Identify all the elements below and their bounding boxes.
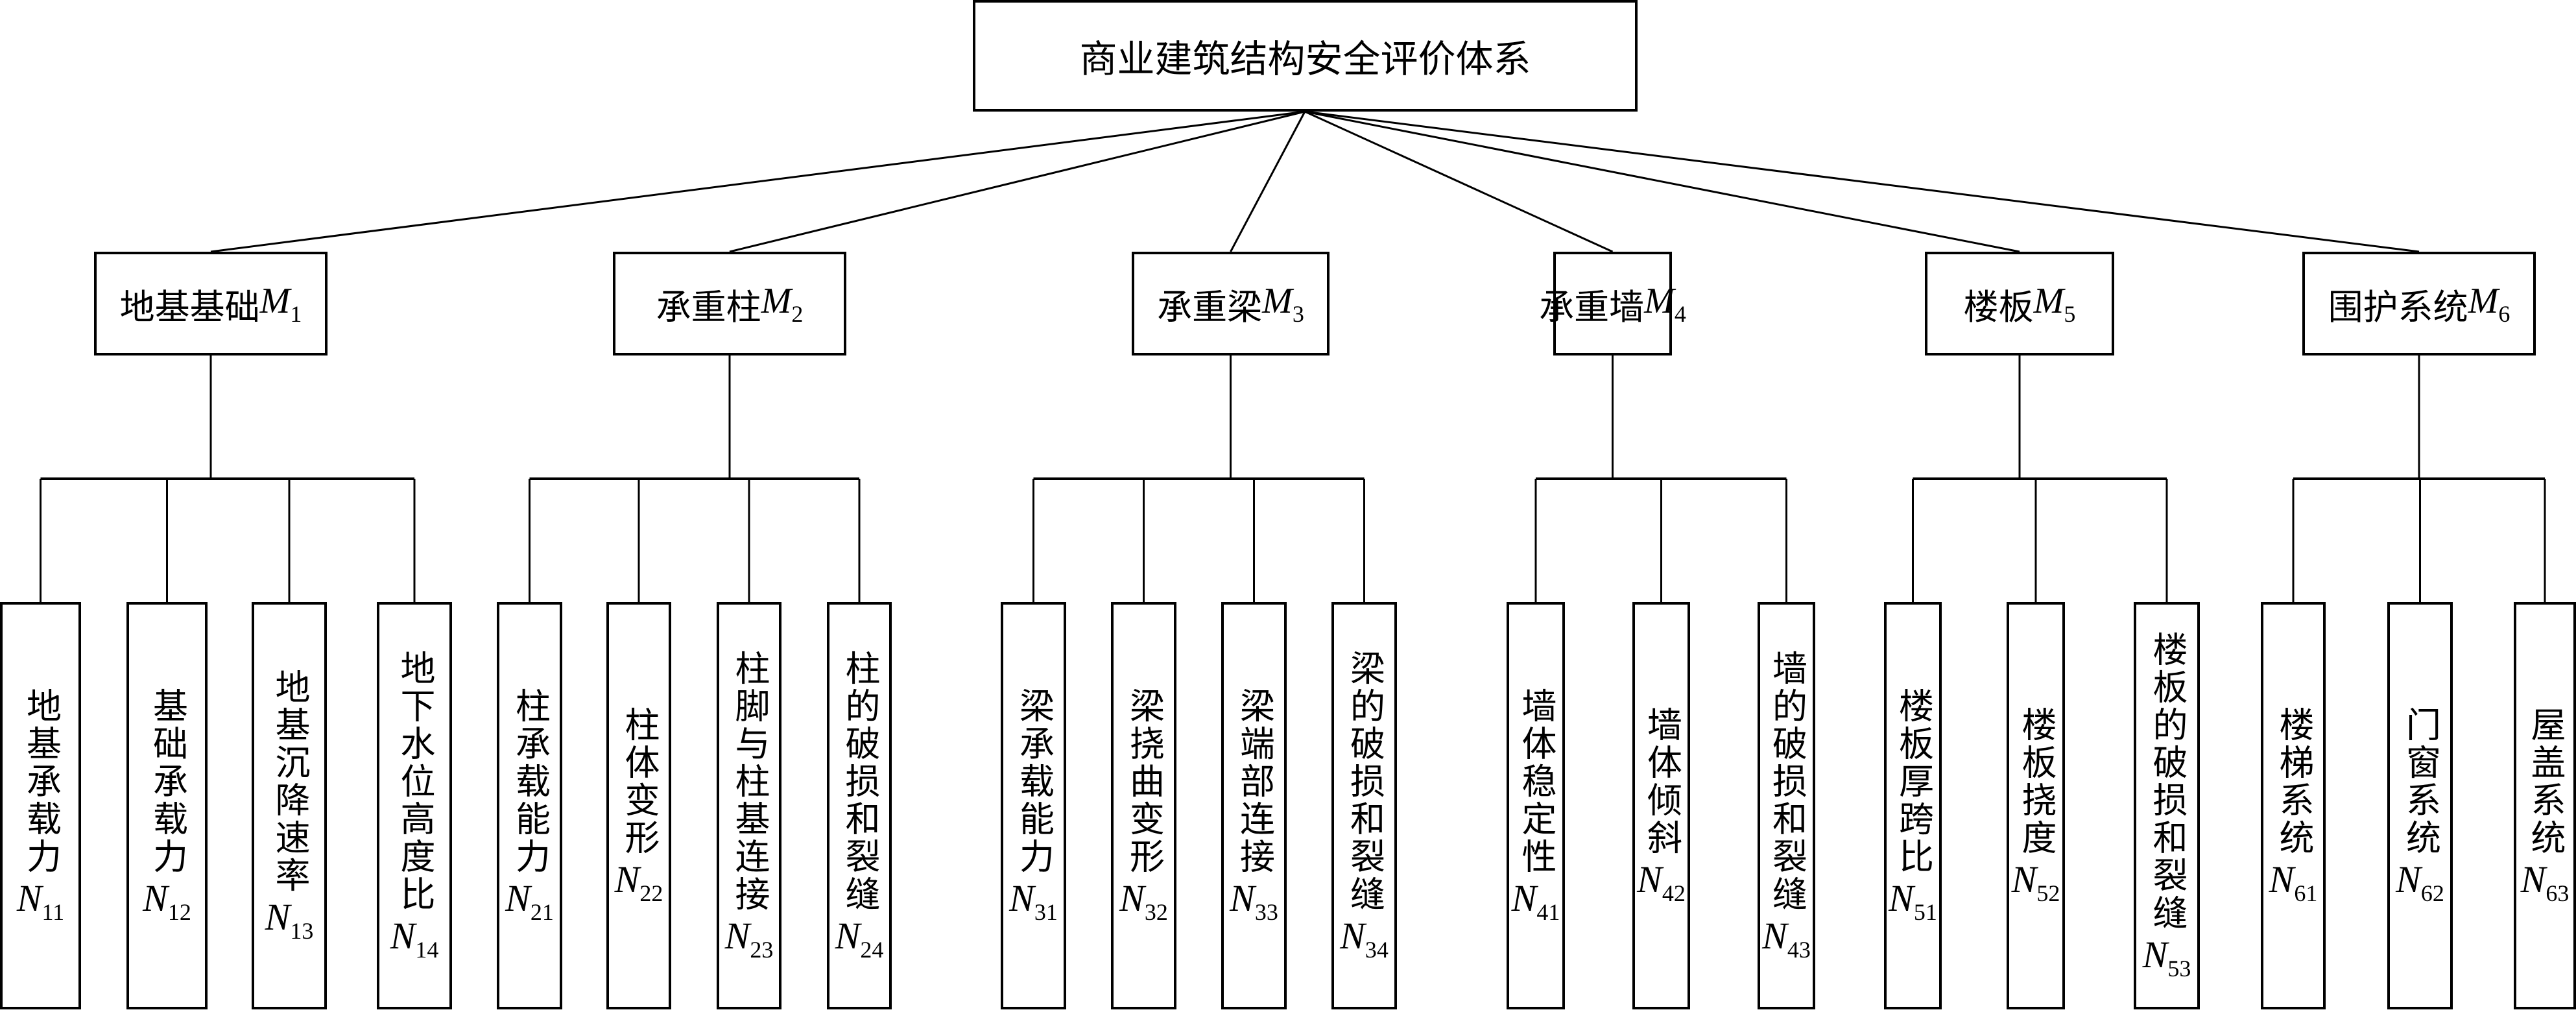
indicator-code: N21 <box>505 877 554 925</box>
indicator-label: 地下水位高度比 <box>394 650 435 913</box>
root-label: 商业建筑结构安全评价体系 <box>1079 37 1531 81</box>
criterion-code: M4 <box>1644 280 1686 327</box>
indicator-code: N42 <box>1637 858 1686 906</box>
indicator-code: N62 <box>2396 858 2444 906</box>
indicator-label: 楼板的破损和裂缝 <box>2147 631 2188 932</box>
indicator-code: N14 <box>390 915 439 963</box>
indicator-label: 柱体变形 <box>619 706 660 857</box>
indicator-label: 梁端部连接 <box>1234 688 1275 876</box>
indicator-label: 楼板挠度 <box>2016 706 2057 857</box>
criterion-label: 围护系统 <box>2328 286 2468 328</box>
indicator-label: 梁承载能力 <box>1013 688 1055 876</box>
indicator-label: 楼板厚跨比 <box>1892 688 1934 876</box>
indicator-code: N11 <box>16 877 65 925</box>
indicator-label: 楼梯系统 <box>2273 706 2314 857</box>
indicator-code: N41 <box>1511 877 1560 925</box>
indicator-code: N31 <box>1009 877 1058 925</box>
indicator-code: N13 <box>265 896 314 944</box>
criterion-label: 承重柱 <box>656 286 761 328</box>
root-to-m4-connector <box>1304 110 1614 253</box>
indicator-label: 地基沉降速率 <box>269 669 310 895</box>
indicator-code: N32 <box>1119 877 1168 925</box>
root-to-m6-connector <box>1304 110 2420 253</box>
criterion-label: 地基基础 <box>119 286 260 328</box>
indicator-label: 梁的破损和裂缝 <box>1344 650 1385 913</box>
root-to-m5-connector <box>1304 110 2020 253</box>
indicator-label: 柱承载能力 <box>509 688 551 876</box>
criterion-code: M1 <box>259 280 302 327</box>
indicator-label: 墙体倾斜 <box>1641 706 1682 857</box>
indicator-label: 墙体稳定性 <box>1516 688 1556 876</box>
criterion-label: 楼板 <box>1963 286 2034 328</box>
indicator-label: 柱的破损和裂缝 <box>839 650 880 913</box>
indicator-code: N63 <box>2520 858 2570 906</box>
indicator-code: N34 <box>1340 915 1389 963</box>
indicator-label: 柱脚与柱基连接 <box>729 650 770 913</box>
indicator-label: 基础承载力 <box>147 688 188 876</box>
criterion-code: M2 <box>761 280 804 327</box>
criterion-code: M6 <box>2468 280 2510 327</box>
criterion-code: M5 <box>2033 280 2076 327</box>
indicator-code: N53 <box>2142 934 2191 982</box>
indicator-code: N22 <box>614 858 663 906</box>
indicator-code: N24 <box>835 915 884 963</box>
root-to-m3-connector <box>1230 111 1306 252</box>
criterion-label: 承重墙 <box>1539 286 1645 328</box>
root-node: 商业建筑结构安全评价体系 <box>973 0 1638 112</box>
criterion-label: 承重梁 <box>1157 286 1263 328</box>
indicator-label: 门窗系统 <box>2400 706 2441 857</box>
indicator-label: 墙的破损和裂缝 <box>1766 650 1807 913</box>
criterion-code: M3 <box>1262 280 1304 327</box>
indicator-code: N23 <box>724 915 774 963</box>
indicator-code: N12 <box>143 877 191 925</box>
root-to-m2-connector <box>729 110 1306 253</box>
indicator-code: N33 <box>1230 877 1278 925</box>
indicator-code: N52 <box>2011 858 2060 906</box>
root-to-m1-connector <box>210 110 1306 253</box>
indicator-label: 地基承载力 <box>20 688 62 876</box>
indicator-label: 屋盖系统 <box>2525 706 2566 857</box>
indicator-code: N43 <box>1762 915 1811 963</box>
indicator-label: 梁挠曲变形 <box>1123 688 1165 876</box>
indicator-code: N51 <box>1889 877 1937 925</box>
indicator-code: N61 <box>2269 858 2318 906</box>
